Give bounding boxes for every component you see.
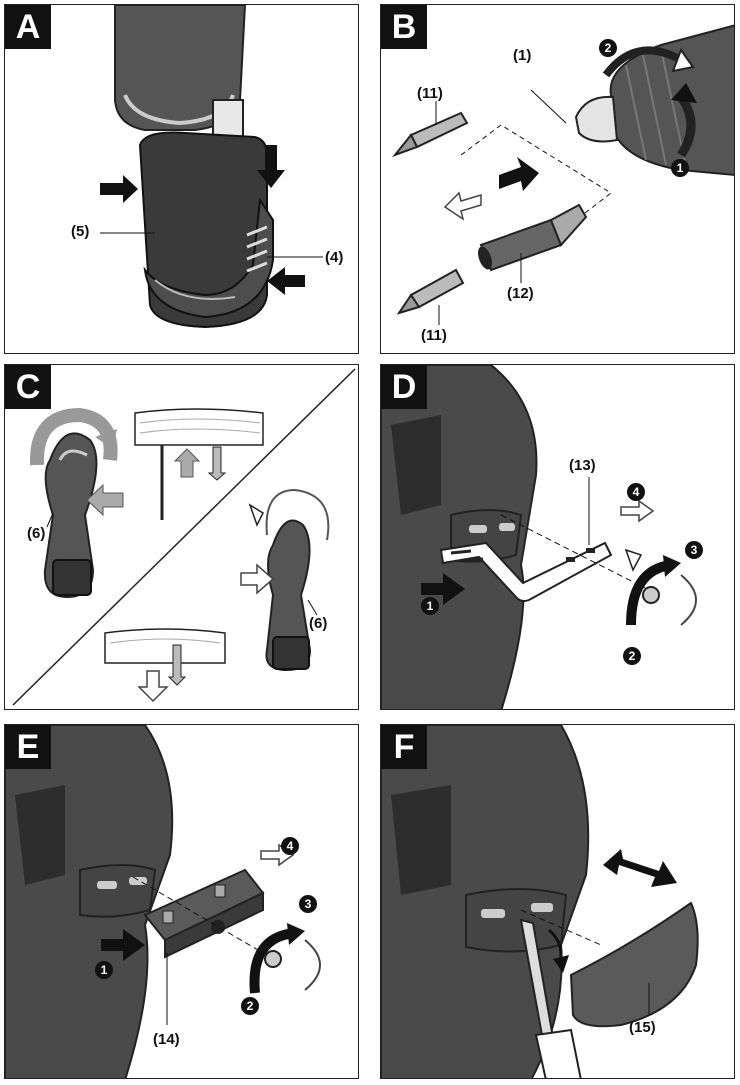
step-2-badge: 2 xyxy=(241,997,259,1015)
panel-d-illustration xyxy=(381,365,697,709)
panel-b: B (1) (11) (12) (11) 1 2 xyxy=(380,4,735,354)
step-4-badge: 4 xyxy=(627,483,645,501)
label-switch-right: (6) xyxy=(309,615,328,632)
label-chuck: (1) xyxy=(513,47,532,64)
panel-letter-a: A xyxy=(5,5,51,49)
label-battery: (5) xyxy=(71,223,90,240)
label-switch-left: (6) xyxy=(27,525,46,542)
step-1-badge: 1 xyxy=(671,159,689,177)
panel-d: D (13) 1 2 3 4 xyxy=(380,364,735,710)
panel-letter-f: F xyxy=(381,725,427,769)
label-release-button: (4) xyxy=(325,249,344,266)
label-belt-clip: (13) xyxy=(569,457,596,474)
step-3-badge: 3 xyxy=(299,895,317,913)
step-2-badge: 2 xyxy=(599,39,617,57)
panel-b-illustration xyxy=(391,24,734,325)
panel-letter-b: B xyxy=(381,5,427,49)
step-1-badge: 1 xyxy=(421,597,439,615)
step-3-badge: 3 xyxy=(685,541,703,559)
label-bit-top: (11) xyxy=(417,85,443,102)
step-2-badge: 2 xyxy=(623,647,641,665)
step-1-badge: 1 xyxy=(95,961,113,979)
panel-letter-d: D xyxy=(381,365,427,409)
step-4-badge: 4 xyxy=(281,837,299,855)
panel-e: E (14) 1 2 3 4 xyxy=(4,724,359,1079)
panel-c: C (6) (6) xyxy=(4,364,359,710)
panel-a: A (5) (4) xyxy=(4,4,359,354)
label-universal-bit-holder: (12) xyxy=(507,285,534,302)
panel-f-illustration xyxy=(381,725,699,1078)
label-cover: (15) xyxy=(629,1019,656,1036)
panel-c-illustration xyxy=(12,368,356,706)
panel-letter-c: C xyxy=(5,365,51,409)
panel-f: F (15) xyxy=(380,724,735,1079)
label-bit-holder: (14) xyxy=(153,1031,180,1048)
panel-letter-e: E xyxy=(5,725,51,769)
panel-e-illustration xyxy=(5,725,321,1078)
label-bit-bottom: (11) xyxy=(421,327,447,344)
panel-a-illustration xyxy=(100,5,323,329)
